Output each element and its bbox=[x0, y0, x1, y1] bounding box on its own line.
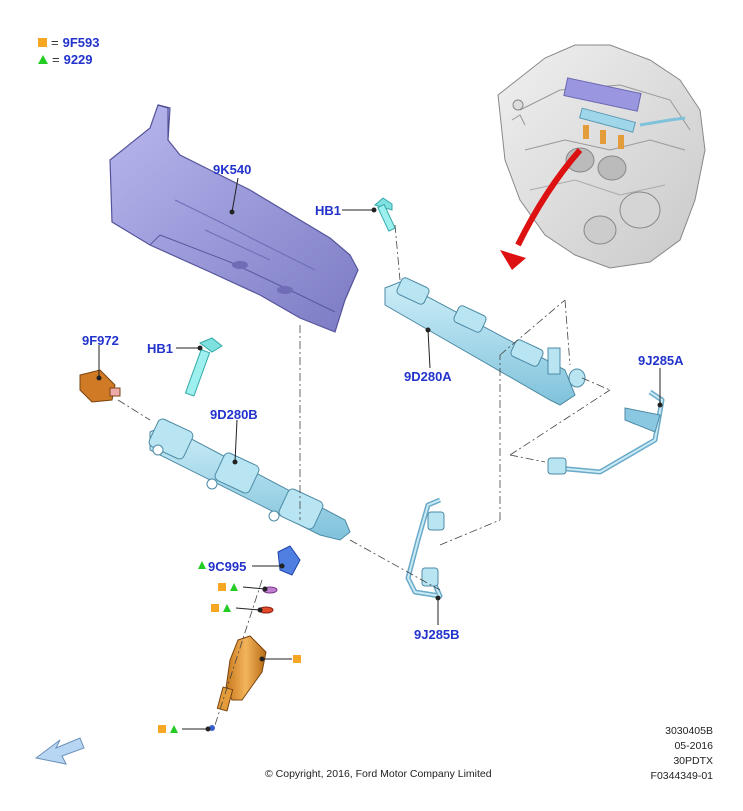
label-hb1-upper: HB1 bbox=[315, 203, 342, 218]
ref-number: 3030405B bbox=[665, 725, 713, 737]
red-arrow-icon bbox=[500, 148, 583, 270]
date-code: 05-2016 bbox=[674, 740, 713, 752]
label-9c995: 9C995 bbox=[208, 559, 247, 574]
label-9j285a: 9J285A bbox=[638, 353, 684, 368]
leader-lines bbox=[96, 177, 663, 732]
fuel-tube-b-part bbox=[405, 497, 445, 599]
legend-code: 9229 bbox=[63, 52, 93, 67]
legend-row-9229: = 9229 bbox=[38, 52, 93, 67]
label-9f972: 9F972 bbox=[82, 333, 119, 348]
model-code: 30PDTX bbox=[673, 755, 713, 767]
copyright-text: © Copyright, 2016, Ford Motor Company Li… bbox=[265, 768, 492, 780]
engine-inset bbox=[497, 44, 706, 269]
front-direction-arrow-icon bbox=[34, 737, 85, 765]
label-9j285b: 9J285B bbox=[414, 627, 460, 642]
legend-row-9f593: = 9F593 bbox=[38, 35, 99, 50]
legend-equals: = bbox=[51, 35, 59, 50]
injector-part bbox=[209, 635, 267, 731]
fuel-tube-a-part bbox=[547, 389, 665, 475]
figure-metadata: 3030405B 05-2016 30PDTX F0344349-01 bbox=[651, 724, 713, 784]
assembly-lines bbox=[117, 224, 611, 726]
bolt-left-part bbox=[184, 337, 223, 397]
green-triangle-icon bbox=[170, 725, 178, 733]
fuel-rail-upper-part bbox=[384, 277, 586, 406]
green-triangle-icon bbox=[38, 55, 48, 64]
orange-square-icon bbox=[38, 38, 47, 47]
figure-number: F0344349-01 bbox=[650, 770, 713, 782]
green-triangle-icon bbox=[198, 561, 206, 569]
green-triangle-icon bbox=[230, 583, 238, 591]
orange-square-icon bbox=[211, 604, 219, 612]
orange-square-icon bbox=[218, 583, 226, 591]
label-hb1-left: HB1 bbox=[147, 341, 174, 356]
pressure-sensor-part bbox=[79, 369, 121, 403]
legend-equals: = bbox=[52, 52, 60, 67]
fuel-rail-lower-part bbox=[148, 418, 351, 541]
label-9k540: 9K540 bbox=[213, 162, 252, 177]
label-9d280a: 9D280A bbox=[404, 369, 452, 384]
heat-shield-part bbox=[109, 104, 359, 333]
label-9d280b: 9D280B bbox=[210, 407, 258, 422]
bolt-upper-part bbox=[373, 197, 396, 232]
orange-square-icon bbox=[293, 655, 301, 663]
orange-square-icon bbox=[158, 725, 166, 733]
clip-part bbox=[258, 545, 301, 614]
legend-code: 9F593 bbox=[62, 35, 100, 50]
green-triangle-icon bbox=[223, 604, 231, 612]
